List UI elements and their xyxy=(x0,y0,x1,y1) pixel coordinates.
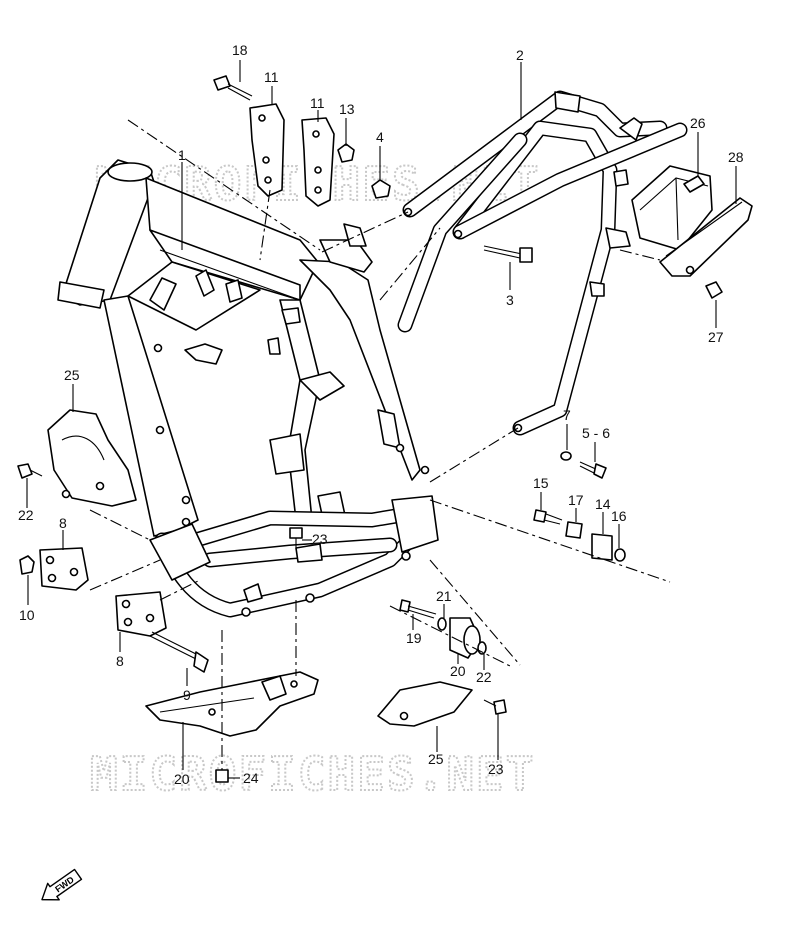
callout-27: 27 xyxy=(708,329,724,345)
callout-23-lower: 24 xyxy=(243,770,259,786)
bolt-3 xyxy=(483,245,533,263)
callout-17: 17 xyxy=(568,492,584,508)
nut-13 xyxy=(337,143,355,163)
callout-16: 16 xyxy=(611,508,627,524)
skid-plate-21 xyxy=(145,671,319,737)
mount-plate-8-upper xyxy=(39,547,89,591)
callout-3: 3 xyxy=(506,292,514,308)
callout-20-a: 21 xyxy=(436,588,452,604)
callout-23-upper: 23 xyxy=(312,531,328,547)
nut-4 xyxy=(371,179,391,199)
bracket-11-left xyxy=(249,103,285,197)
washer-16 xyxy=(614,548,626,562)
callout-22-right: 23 xyxy=(488,761,504,777)
leader-lines xyxy=(26,60,737,779)
bolt-23-upper xyxy=(289,527,303,550)
callout-10: 10 xyxy=(19,607,35,623)
callout-14: 14 xyxy=(595,496,611,512)
frame-guard-24 xyxy=(47,409,137,507)
callout-26: 26 xyxy=(690,115,706,131)
bolt-9 xyxy=(149,631,209,673)
callout-21: 20 xyxy=(174,771,190,787)
cover-25 xyxy=(377,681,473,727)
bracket-28 xyxy=(659,197,753,277)
bolt-12 xyxy=(213,75,253,101)
mount-plate-8-lower xyxy=(115,591,167,637)
rear-frame xyxy=(397,90,688,436)
callout-11-left: 11 xyxy=(264,69,279,85)
fwd-arrow-icon: FWD xyxy=(41,868,83,901)
callout-12: 18 xyxy=(232,42,248,58)
callout-1: 1 xyxy=(178,147,186,163)
callout-25: 25 xyxy=(428,751,444,767)
washer-20-a xyxy=(437,617,447,631)
bolt-5-6 xyxy=(579,461,607,479)
bolt-22-left xyxy=(17,463,43,479)
bushing-18 xyxy=(449,617,481,659)
callout-18: 20 xyxy=(450,663,466,679)
callout-2: 2 xyxy=(516,47,524,63)
nut-10 xyxy=(19,555,35,575)
cdi-unit-26 xyxy=(631,165,713,251)
callout-24: 25 xyxy=(64,367,80,383)
callout-22-left: 22 xyxy=(18,507,34,523)
bolt-15 xyxy=(533,509,563,525)
collar-17 xyxy=(565,521,583,539)
damper-14 xyxy=(591,533,613,561)
callout-28: 28 xyxy=(728,149,744,165)
callout-numbers: 18 11 11 13 4 1 2 3 26 28 27 7 5 - 6 15 … xyxy=(18,42,744,787)
callout-8-upper: 8 xyxy=(59,515,67,531)
callout-20-b: 22 xyxy=(476,669,492,685)
bolt-23-lower xyxy=(215,769,229,783)
callout-8-lower: 8 xyxy=(116,653,124,669)
main-frame xyxy=(57,159,439,618)
bolt-27 xyxy=(705,281,723,299)
bolt-22-right xyxy=(483,699,507,715)
callout-11-right: 11 xyxy=(310,95,325,111)
bracket-11-right xyxy=(301,117,335,207)
callout-5-6: 5 - 6 xyxy=(582,425,610,441)
washer-7 xyxy=(560,451,572,461)
bolt-19 xyxy=(399,599,437,619)
callout-13: 13 xyxy=(339,101,355,117)
callout-9: 9 xyxy=(183,687,191,703)
watermark-bottom: MICROFICHES.NET xyxy=(90,747,535,801)
callout-7: 7 xyxy=(563,407,571,423)
callout-4: 4 xyxy=(376,129,384,145)
callout-19: 19 xyxy=(406,630,422,646)
callout-15: 15 xyxy=(533,475,549,491)
